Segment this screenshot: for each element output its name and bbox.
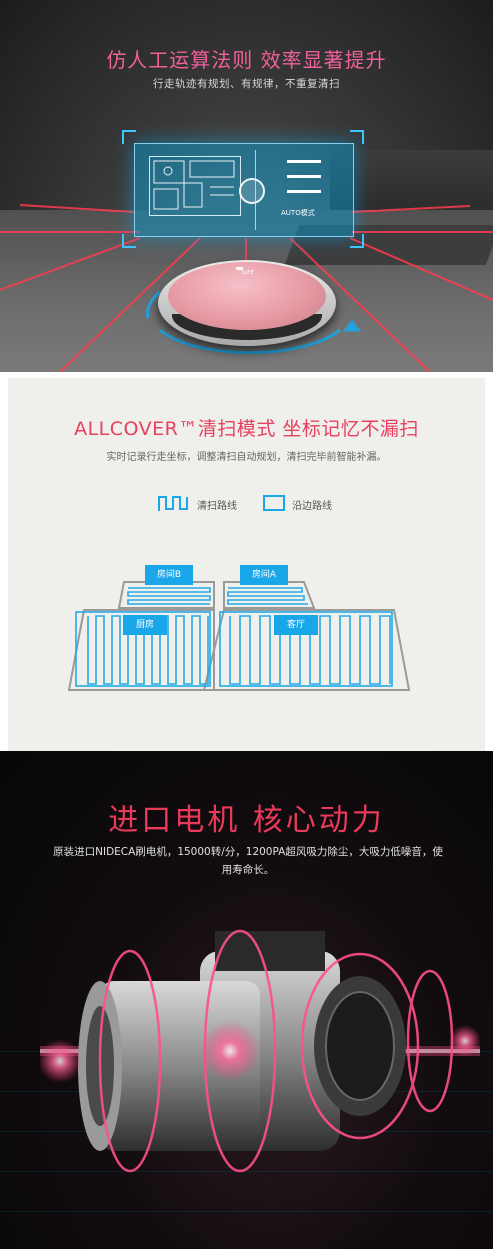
robot-brand-label: ILIFE (242, 270, 254, 276)
edge-path-icon (263, 495, 285, 511)
robot-vacuum: ILIFE (158, 256, 336, 352)
panel-background (8, 378, 485, 751)
allcover-panel: ALLCOVER™清扫模式 坐标记忆不漏扫 实时记录行走坐标，调整清扫自动规划，… (0, 372, 493, 751)
legend-label: 清扫路线 (197, 501, 237, 512)
power-button-icon (236, 267, 243, 270)
hud-corner-icon (350, 130, 364, 144)
cleaning-route (75, 587, 393, 687)
algorithm-panel: 仿人工运算法则 效率显著提升 行走轨迹有规划、有规律，不重复清扫 AUTO模式 (0, 0, 493, 372)
motor-panel: 进口电机 核心动力 原装进口NIDECA刷电机，15000转/分，1200PA超… (0, 751, 493, 1249)
room-map-icon (149, 156, 241, 216)
page-subtitle: 行走轨迹有规划、有规律，不重复清扫 (153, 78, 340, 90)
auto-mode-icon (287, 160, 321, 196)
hud-corner-icon (122, 234, 136, 248)
auto-mode-label: AUTO模式 (281, 209, 315, 217)
page-title: 仿人工运算法则 效率显著提升 (106, 48, 387, 72)
section-subtitle: 实时记录行走坐标，调整清扫自动规划，清扫完毕前智能补漏。 (106, 452, 387, 463)
hud-corner-icon (350, 234, 364, 248)
room-label-a: 房间A (240, 565, 288, 585)
section-title: ALLCOVER™清扫模式 坐标记忆不漏扫 (74, 418, 419, 440)
room-label-living: 客厅 (274, 615, 318, 635)
motor-illustration (40, 929, 480, 1173)
hud-corner-icon (122, 130, 136, 144)
floor-plan-diagram (67, 581, 411, 691)
room-label-kitchen: 厨房 (123, 615, 167, 635)
hologram-display: AUTO模式 (134, 143, 354, 237)
zigzag-path-icon (158, 496, 188, 511)
section-title: 进口电机 核心动力 (108, 803, 385, 838)
laser-path-lines (0, 204, 493, 372)
legend-item-zigzag: 清扫路线 (157, 493, 257, 513)
legend-item-edge: 沿边路线 (262, 493, 362, 513)
hud-divider (255, 150, 256, 230)
room-label-b: 房间B (145, 565, 193, 585)
section-subtitle: 原装进口NIDECA刷电机，15000转/分，1200PA超风吸力除尘，大吸力低… (53, 846, 443, 876)
legend-label: 沿边路线 (292, 501, 332, 512)
dial-icon (239, 178, 265, 204)
